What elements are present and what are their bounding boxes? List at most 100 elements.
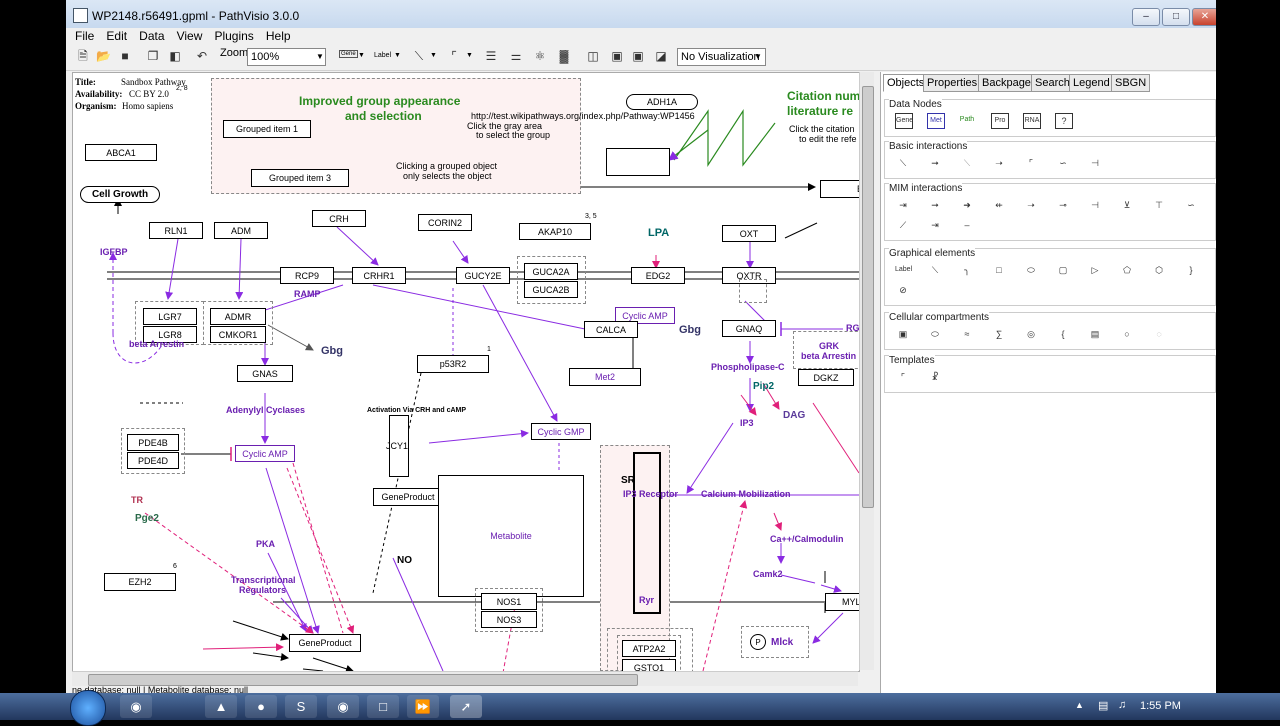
tab-legend[interactable]: Legend: [1069, 74, 1114, 92]
grouped-item-3[interactable]: Grouped item 3: [251, 169, 349, 187]
line-tool-icon[interactable]: ⟍: [414, 49, 424, 63]
node-gnas[interactable]: GNAS: [237, 365, 293, 382]
taskbar-chrome-icon[interactable]: ◉: [120, 695, 152, 718]
mim-stimulation-icon[interactable]: ⇷: [995, 200, 1003, 210]
tray-chevron-icon[interactable]: ▲: [1075, 700, 1084, 710]
tbar-tool-icon[interactable]: ⊣: [1091, 158, 1099, 168]
guca-group[interactable]: [517, 256, 586, 304]
node-metabolite[interactable]: Metabolite: [438, 475, 584, 597]
rectangle-shape-icon[interactable]: □: [996, 265, 1002, 275]
gene-tool-button[interactable]: Gene: [339, 50, 358, 58]
grouped-item-1[interactable]: Grouped item 1: [223, 120, 311, 138]
node-calca[interactable]: CALCA: [584, 321, 638, 338]
pentagon-shape-icon[interactable]: ⬠: [1123, 265, 1131, 275]
undo-icon[interactable]: ↶: [196, 49, 208, 63]
dashed-arrow-tool-icon[interactable]: ➝: [995, 158, 1003, 168]
brace-shape-icon[interactable]: }: [1189, 265, 1193, 275]
node-jcy1[interactable]: JCY1: [386, 415, 409, 477]
hexagon-shape-icon[interactable]: ⬡: [1155, 265, 1163, 275]
hscroll-thumb[interactable]: [88, 674, 638, 686]
node-cyclic-amp-1[interactable]: Cyclic AMP: [615, 307, 675, 324]
node-rln1[interactable]: RLN1: [149, 222, 203, 239]
node-pde4d[interactable]: PDE4D: [127, 452, 179, 469]
visualization-chevron-down-icon[interactable]: ▼: [754, 52, 762, 61]
mim-branching-left-icon[interactable]: ∽: [1187, 200, 1195, 210]
mim-inhibition-icon[interactable]: ⊣: [1091, 200, 1099, 210]
close-button[interactable]: ✕: [1192, 8, 1216, 26]
node-myl[interactable]: MYL: [825, 593, 859, 611]
mim-covalent-bond-icon[interactable]: ⊤: [1155, 200, 1163, 210]
line-tool-icon[interactable]: ⟍: [899, 158, 907, 168]
node-empty-box[interactable]: [606, 148, 670, 176]
node-cyclic-amp-2[interactable]: Cyclic AMP: [235, 445, 295, 462]
visualization-select[interactable]: No Visualization: [677, 48, 766, 66]
stack-vertical-icon[interactable]: ▣: [611, 49, 623, 63]
node-abca1[interactable]: ABCA1: [85, 144, 157, 161]
menu-help[interactable]: Help: [265, 29, 291, 43]
zoom-chevron-down-icon[interactable]: ▼: [316, 52, 324, 61]
taskbar-skype-icon[interactable]: S: [285, 695, 317, 718]
tray-network-icon[interactable]: ▤: [1098, 700, 1109, 712]
taskbar-obs-icon[interactable]: ◉: [327, 695, 359, 718]
no-shape-icon[interactable]: ⊘: [899, 285, 907, 295]
mim-cleavage-icon[interactable]: ⊻: [1123, 200, 1131, 210]
label-tool-chevron-icon[interactable]: ▼: [394, 52, 401, 59]
mlck-group[interactable]: [741, 626, 809, 658]
rna-node-tool[interactable]: RNA: [1023, 113, 1041, 129]
organelle-compartment-icon[interactable]: ○: [1124, 329, 1130, 339]
align-top-icon[interactable]: ▓: [559, 49, 569, 63]
nucleus-compartment-icon[interactable]: ⬭: [931, 329, 939, 339]
taskbar-pathvisio-icon[interactable]: ➚: [450, 695, 482, 718]
menu-edit[interactable]: Edit: [106, 29, 128, 43]
golgi-compartment-icon[interactable]: ∑: [995, 329, 1003, 339]
align-center-icon[interactable]: ☰: [485, 49, 497, 63]
cell-compartment-icon[interactable]: ▣: [898, 329, 908, 339]
node-p53r2[interactable]: p53R2: [417, 355, 489, 373]
node-nos1[interactable]: NOS1: [481, 593, 537, 610]
start-button[interactable]: [70, 690, 106, 726]
mim-gap-icon[interactable]: –: [964, 220, 970, 230]
taskbar-media-icon[interactable]: ⏩: [407, 695, 439, 718]
protein-node-tool[interactable]: Pro: [991, 113, 1009, 129]
node-mlck-phospho[interactable]: P: [750, 634, 766, 650]
gene-node-tool[interactable]: Gene: [895, 113, 913, 129]
taskbar-window-icon[interactable]: □: [367, 695, 399, 718]
taskbar-vlc-icon[interactable]: ▲: [205, 695, 237, 718]
distribute-icon[interactable]: ◪: [655, 49, 667, 63]
label-tool-button[interactable]: Label: [374, 52, 392, 59]
metabolite-node-tool[interactable]: Met: [927, 113, 945, 129]
node-cell-growth[interactable]: Cell Growth: [80, 186, 160, 203]
node-admr[interactable]: ADMR: [210, 308, 266, 325]
atp-group[interactable]: [607, 628, 693, 671]
node-lgr8[interactable]: LGR8: [143, 326, 197, 343]
node-dgkz[interactable]: DGKZ: [798, 369, 854, 386]
tray-volume-icon[interactable]: ♫: [1118, 699, 1127, 711]
open-folder-icon[interactable]: 📂: [96, 49, 111, 63]
menu-data[interactable]: Data: [139, 29, 165, 43]
paste-icon[interactable]: ◧: [169, 49, 181, 63]
node-cyclic-gmp[interactable]: Cyclic GMP: [531, 423, 591, 440]
tab-sbgn[interactable]: SBGN: [1111, 74, 1151, 92]
atp-inner-group[interactable]: [617, 635, 681, 671]
node-gene-product-2[interactable]: GeneProduct: [289, 634, 361, 652]
node-adm[interactable]: ADM: [214, 222, 268, 239]
mim-transcription-icon[interactable]: ⇥: [931, 220, 939, 230]
node-atp2a2[interactable]: ATP2A2: [622, 640, 676, 657]
triangle-shape-icon[interactable]: ▷: [1091, 265, 1099, 275]
node-oxt[interactable]: OXT: [722, 225, 776, 242]
menu-view[interactable]: View: [176, 29, 203, 43]
stack-horizontal-icon[interactable]: ◫: [587, 49, 599, 63]
node-cmkor1[interactable]: CMKOR1: [210, 326, 266, 343]
node-crh[interactable]: CRH: [312, 210, 366, 227]
node-guca2a[interactable]: GUCA2A: [524, 263, 578, 280]
align-left-icon[interactable]: ⚌: [510, 49, 522, 63]
node-gnaq[interactable]: GNAQ: [722, 320, 776, 337]
node-pde4b[interactable]: PDE4B: [127, 434, 179, 451]
node-akap10[interactable]: AKAP10: [519, 223, 591, 240]
stack-center-icon[interactable]: ▣: [632, 49, 644, 63]
node-met2[interactable]: Met2: [569, 368, 641, 386]
gnaq-group[interactable]: [739, 279, 767, 303]
label-tool[interactable]: Label: [895, 266, 913, 273]
mim-catalysis-icon[interactable]: ⊸: [1059, 200, 1067, 210]
tab-search[interactable]: Search: [1031, 74, 1074, 92]
